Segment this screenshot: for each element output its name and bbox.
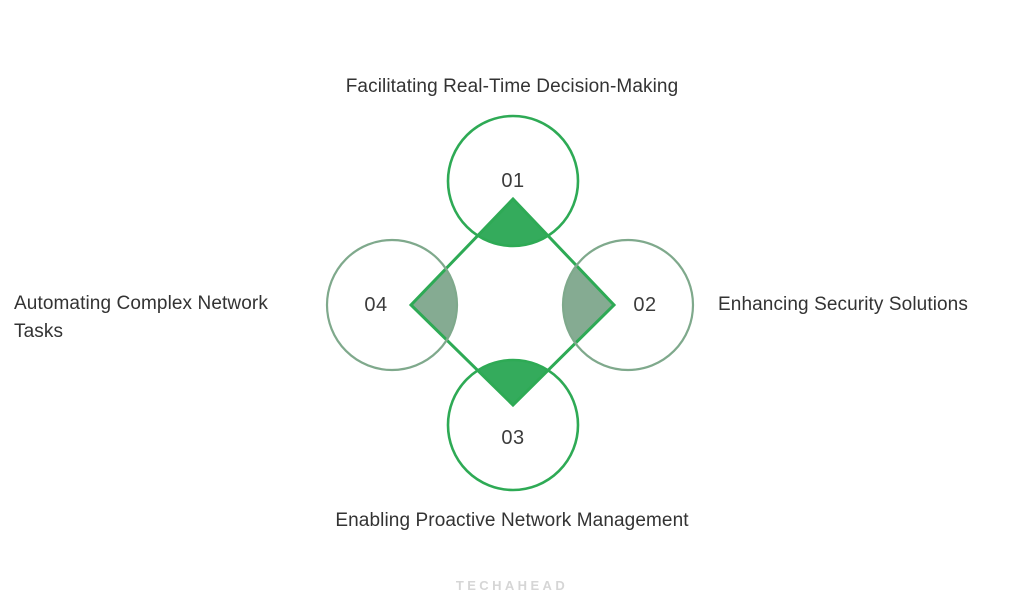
- node-label-02: Enhancing Security Solutions: [718, 294, 968, 315]
- node-number-01: 01: [501, 170, 524, 192]
- watermark-techahead: TECHAHEAD: [455, 578, 569, 593]
- node-label-03: Enabling Proactive Network Management: [335, 510, 689, 531]
- center-diamond-outline: [408, 196, 617, 408]
- node-number-02: 02: [633, 294, 656, 316]
- node-circle-04[interactable]: [325, 238, 459, 372]
- node-label-01: Facilitating Real-Time Decision-Making: [345, 76, 679, 97]
- node-label-04: Automating Complex Network Tasks: [14, 293, 268, 342]
- node-number-04: 04: [364, 294, 387, 316]
- node-number-03: 03: [501, 427, 524, 449]
- node-circle-01[interactable]: [446, 114, 580, 248]
- node-circle-03[interactable]: [446, 358, 580, 492]
- node-circle-02[interactable]: [561, 238, 695, 372]
